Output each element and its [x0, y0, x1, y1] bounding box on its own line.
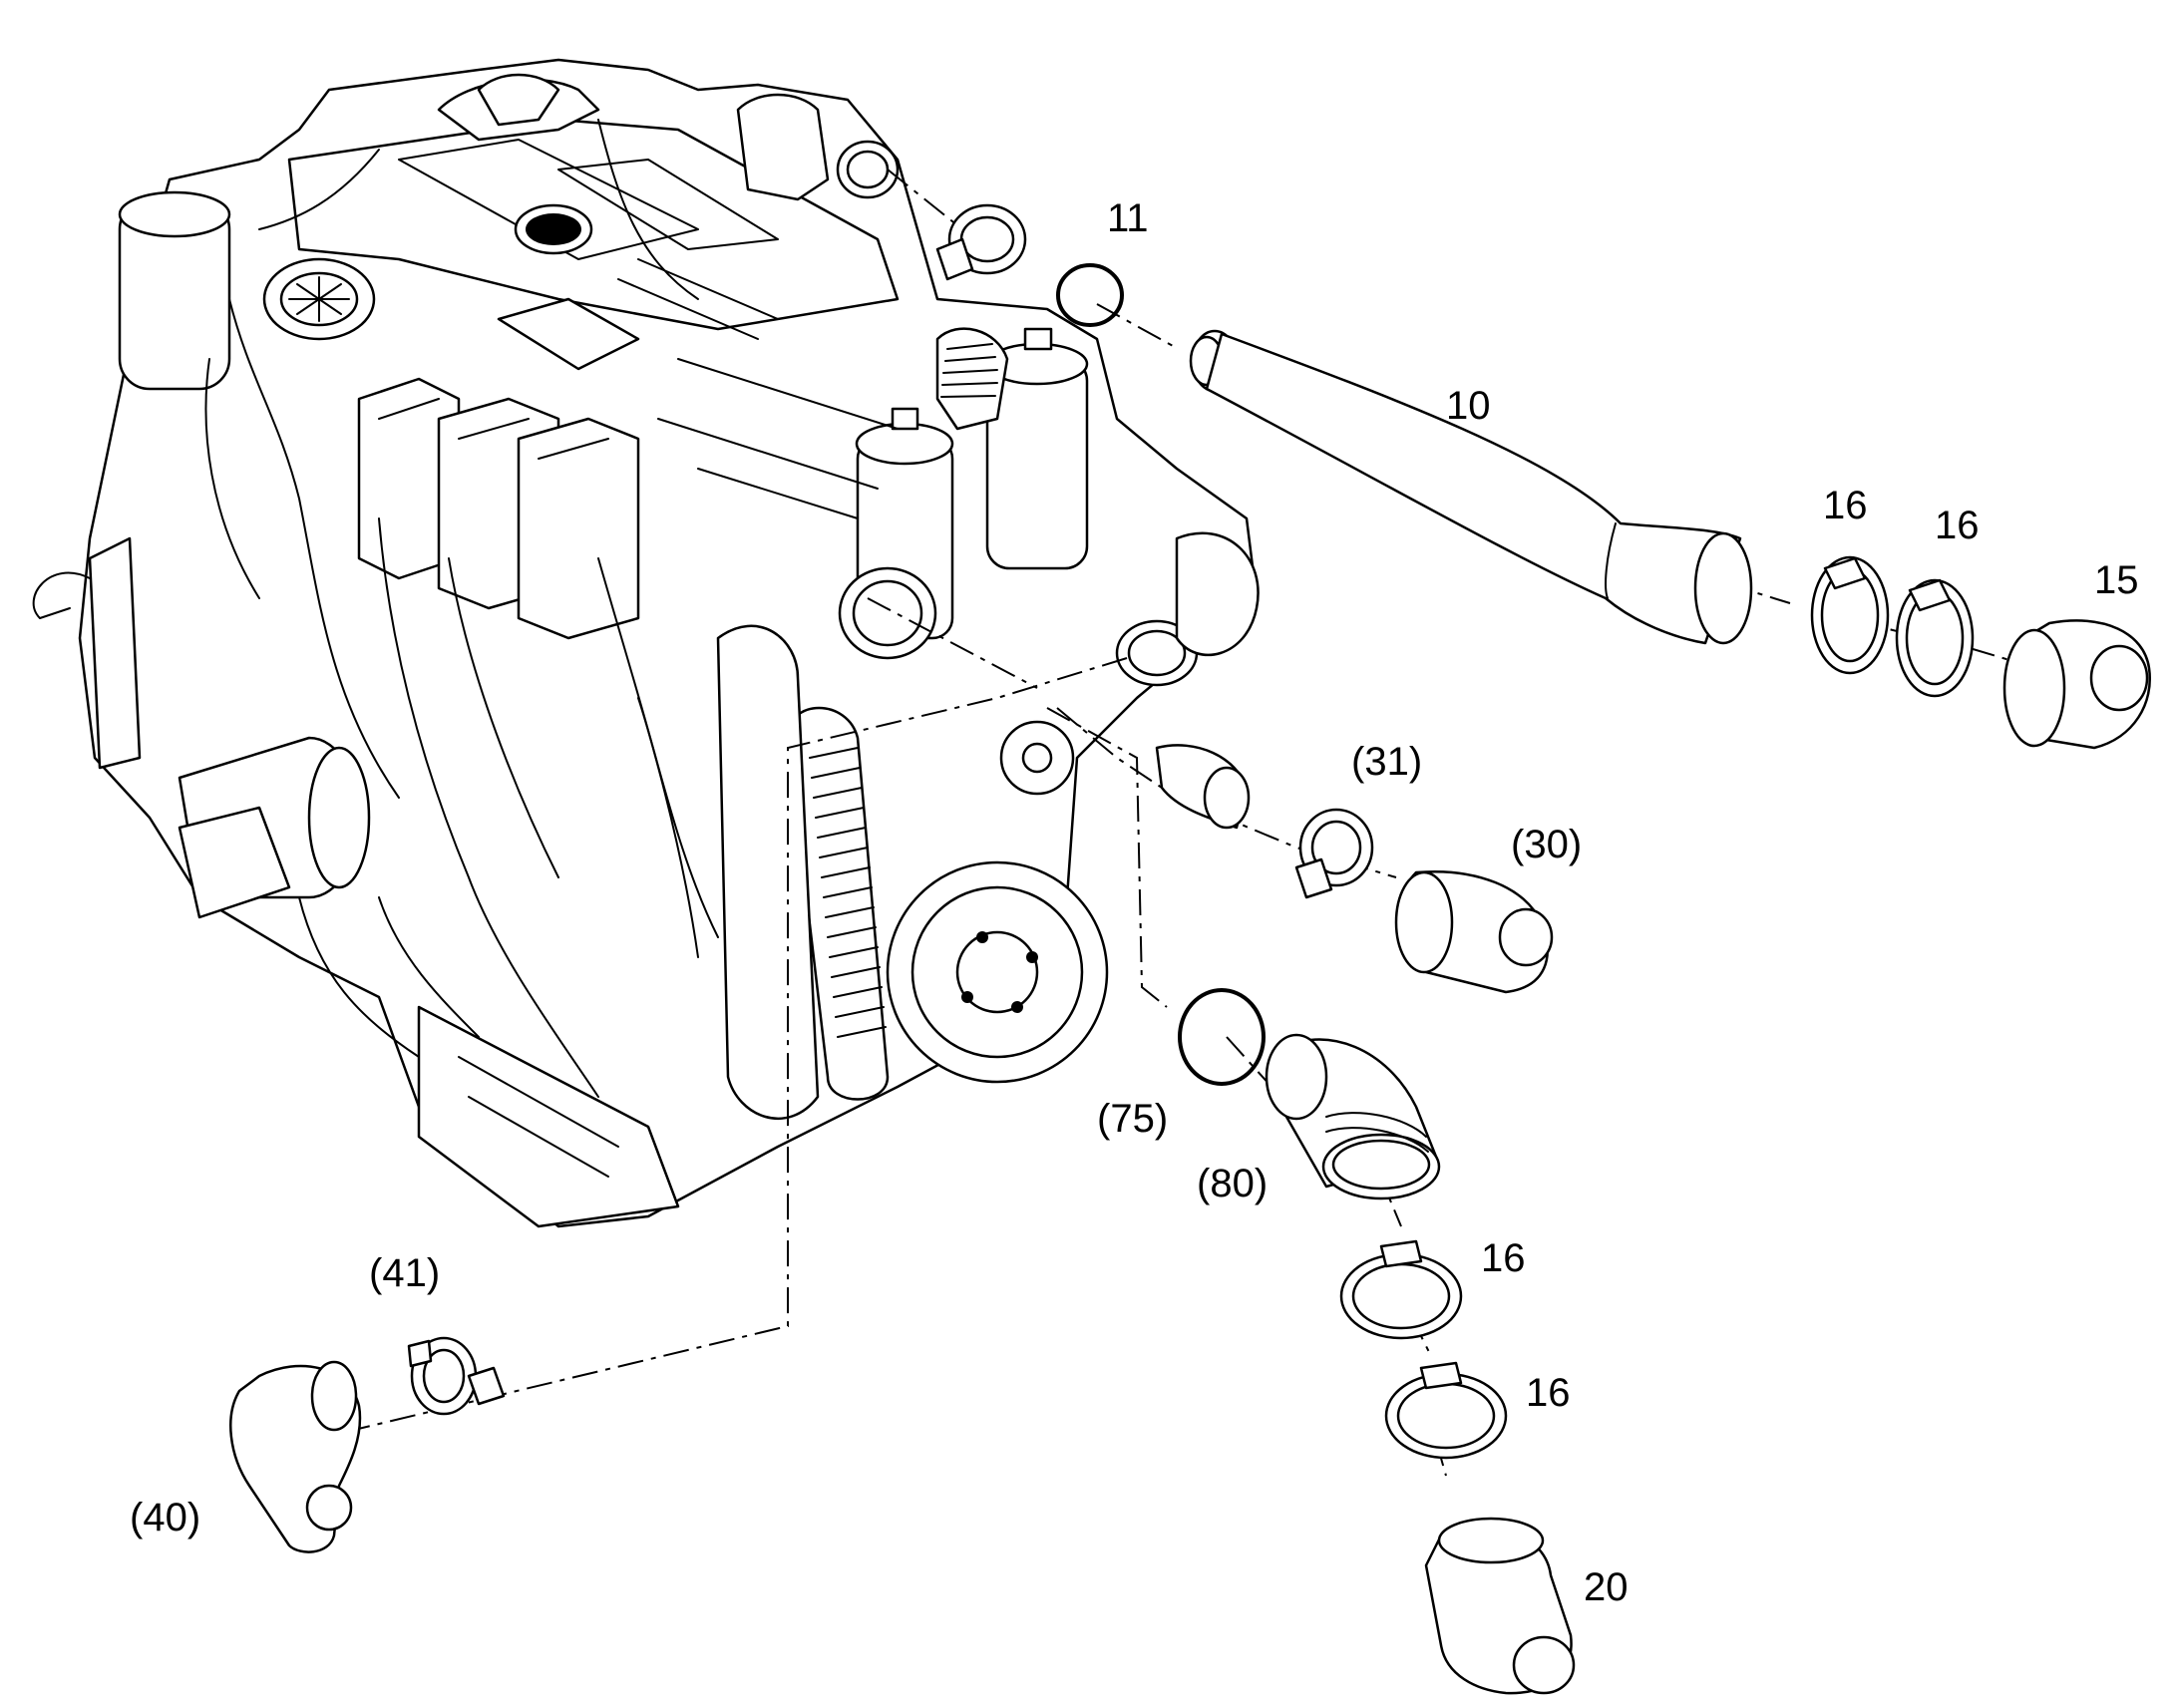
part-20-hose: [1424, 1517, 1576, 1695]
engine-assembly: [32, 58, 1260, 1228]
callout-31: (31): [1351, 740, 1422, 784]
callout-11: 11: [1107, 196, 1149, 240]
callout-41: (41): [369, 1251, 440, 1295]
part-80-elbow: [1265, 1033, 1441, 1200]
callout-75: (75): [1097, 1097, 1168, 1141]
elbow-fitting: [1155, 744, 1251, 830]
part-16-hose-clamp-4: [1384, 1361, 1508, 1460]
part-10-intake-tube: [1189, 329, 1753, 645]
callout-10: 10: [1446, 384, 1491, 428]
part-16-hose-clamp-1: [1810, 555, 1890, 675]
part-16-hose-clamp-2: [1895, 578, 1975, 698]
part-11-o-ring: [1056, 263, 1124, 327]
callout-30: (30): [1511, 823, 1582, 866]
clamp-top-outlet: [935, 203, 1027, 281]
part-40-elbow-hose: [229, 1360, 362, 1553]
part-31-clamp: [1294, 808, 1374, 899]
callout-16-upper-right: 16: [1935, 504, 1980, 547]
part-30-hose: [1394, 870, 1554, 994]
part-75-o-ring: [1178, 988, 1266, 1086]
part-41-clamp: [407, 1336, 506, 1416]
callout-labels: 11 10 16 16 15 (31) (30) (75) (80) 16 16…: [130, 196, 2139, 1609]
callout-40: (40): [130, 1496, 200, 1539]
callout-16-lower-2: 16: [1526, 1371, 1571, 1415]
part-16-hose-clamp-3: [1339, 1239, 1463, 1340]
callout-80: (80): [1197, 1162, 1268, 1205]
part-15-hose: [2002, 619, 2151, 750]
callout-20: 20: [1584, 1565, 1629, 1609]
callout-16-lower-1: 16: [1481, 1236, 1526, 1280]
callout-16-upper-left: 16: [1823, 484, 1868, 527]
callout-15: 15: [2094, 558, 2139, 602]
